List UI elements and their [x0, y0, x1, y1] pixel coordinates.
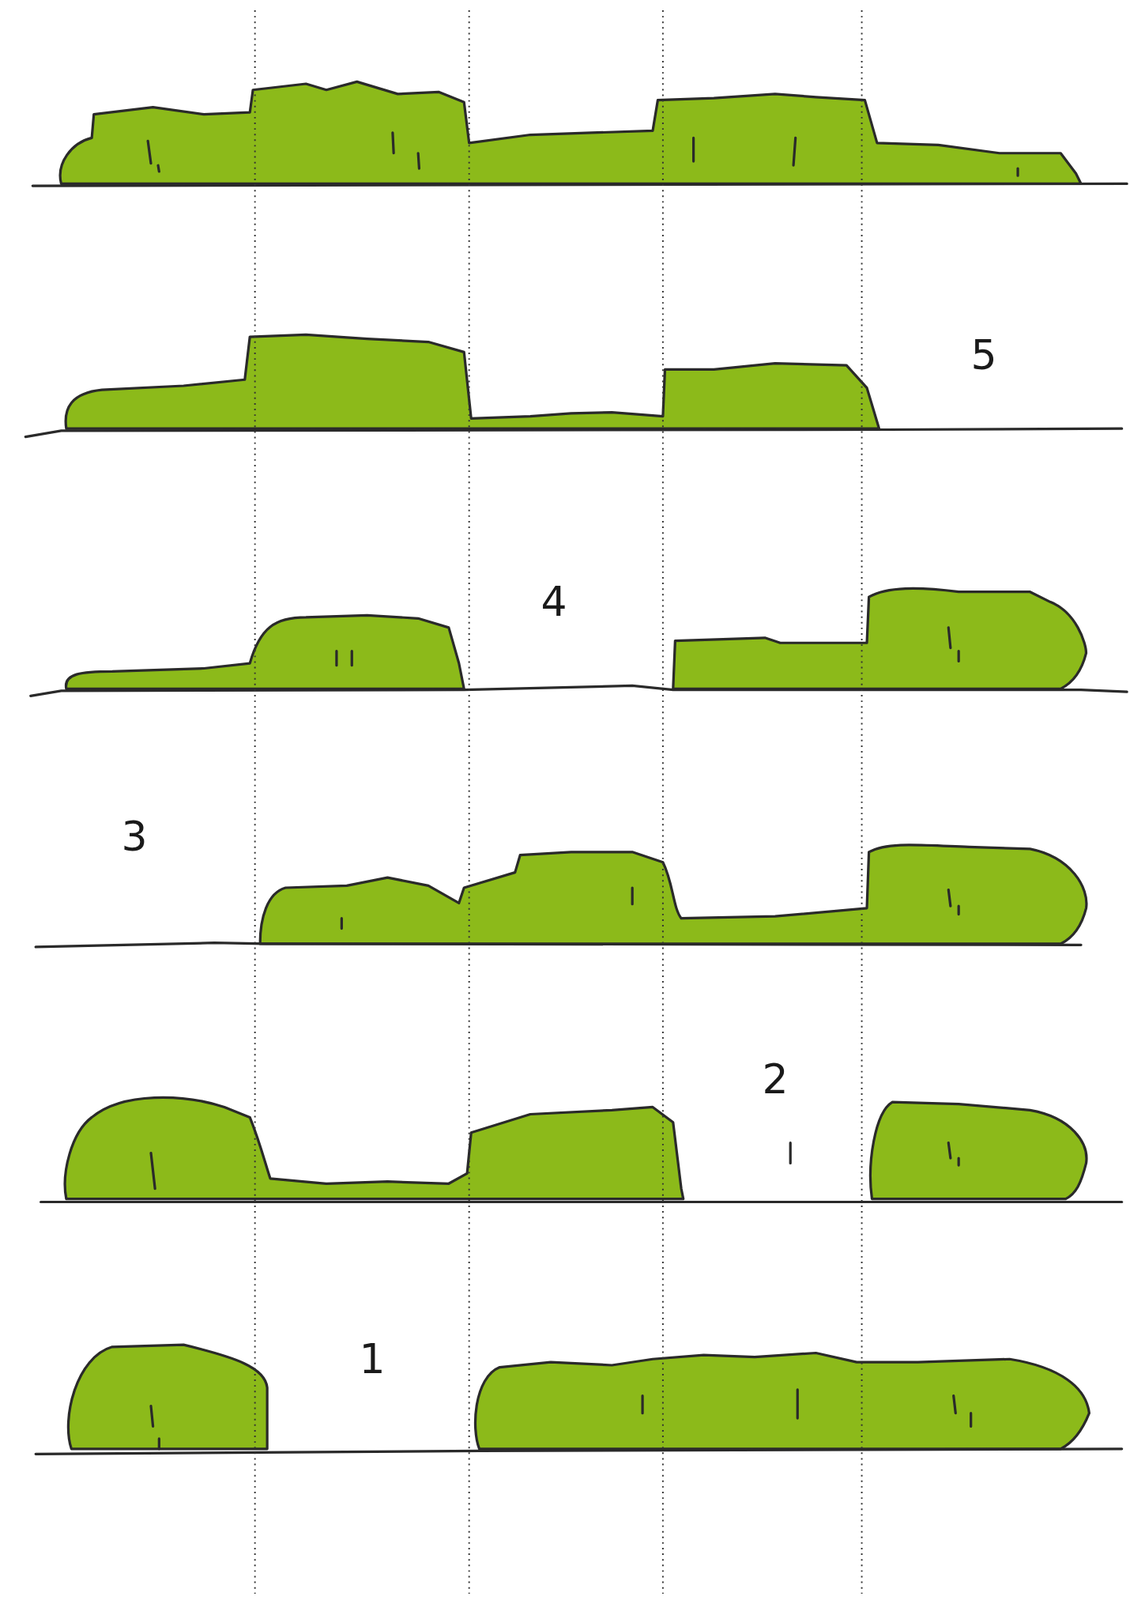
hedge-shape	[64, 1096, 683, 1198]
hedge-shape	[673, 587, 1087, 689]
ground-line	[35, 942, 1082, 947]
grid-line	[662, 10, 664, 1594]
ground-line	[41, 1200, 1123, 1203]
hedge-shape	[65, 614, 464, 689]
hedge-shape	[65, 334, 879, 429]
hedge-shape	[870, 1101, 1087, 1199]
hedge-shape	[475, 1352, 1090, 1449]
ground-line	[32, 183, 1127, 186]
callout-number: 3	[120, 815, 147, 857]
callout-number: 5	[970, 334, 997, 376]
callout-number: 4	[540, 580, 567, 622]
callout-number: 2	[761, 1058, 788, 1100]
grid-line	[254, 10, 257, 1594]
grid-line	[468, 10, 471, 1594]
hedge-shape	[60, 81, 1082, 184]
ground-line	[35, 1448, 1123, 1454]
grid-line	[861, 10, 863, 1594]
ground-line	[30, 685, 1127, 696]
trunk-mark	[147, 132, 1018, 1449]
hedge-shape	[67, 1344, 268, 1449]
hedge-shape	[259, 844, 1087, 944]
ground-line	[25, 428, 1122, 437]
callout-number: 1	[358, 1337, 385, 1379]
